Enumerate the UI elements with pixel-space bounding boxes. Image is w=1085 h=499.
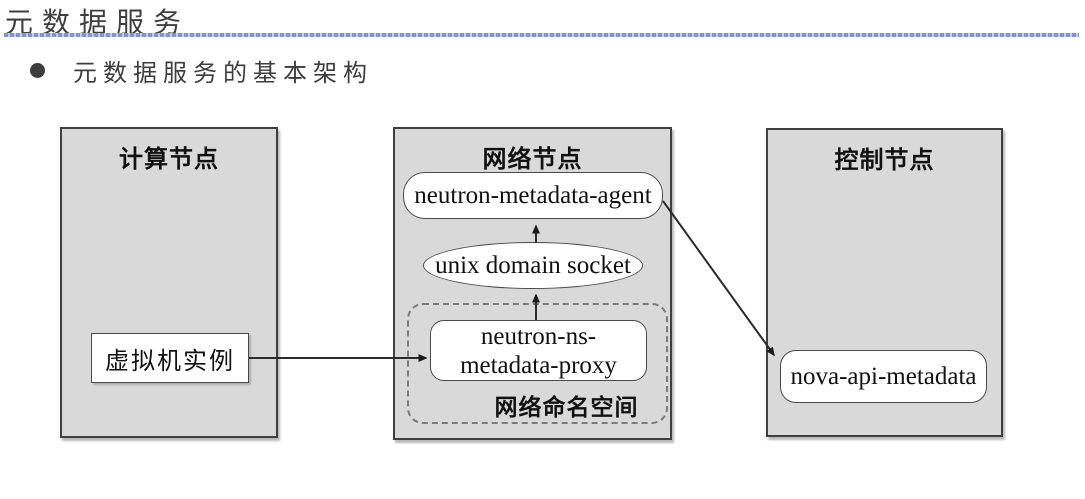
title-underline-rule <box>4 33 1079 37</box>
control-node-title: 控制节点 <box>834 147 935 174</box>
bullet-text: 元数据服务的基本架构 <box>73 59 373 87</box>
bullet-row: 元数据服务的基本架构 <box>30 55 373 87</box>
compute-node-box: 计算节点 <box>60 127 278 438</box>
proxy-label-line1: neutron-ns- <box>480 322 597 350</box>
vm-instance-box: 虚拟机实例 <box>91 333 249 383</box>
network-node-title: 网络节点 <box>482 146 583 173</box>
page-title: 元数据服务 <box>5 7 191 38</box>
nova-api-metadata-box: nova-api-metadata <box>780 350 987 403</box>
network-namespace-label: 网络命名空间 <box>494 394 639 420</box>
unix-domain-socket-ellipse: unix domain socket <box>423 242 643 289</box>
arrow-agent-to-nova <box>662 200 775 357</box>
compute-node-title: 计算节点 <box>119 146 219 173</box>
network-namespace-dashed-box <box>407 303 668 424</box>
proxy-label-line2: metadata-proxy <box>460 351 617 379</box>
bullet-dot-icon <box>30 62 45 78</box>
neutron-ns-metadata-proxy-box: neutron-ns- metadata-proxy <box>430 320 647 381</box>
neutron-metadata-agent-box: neutron-metadata-agent <box>403 172 663 219</box>
